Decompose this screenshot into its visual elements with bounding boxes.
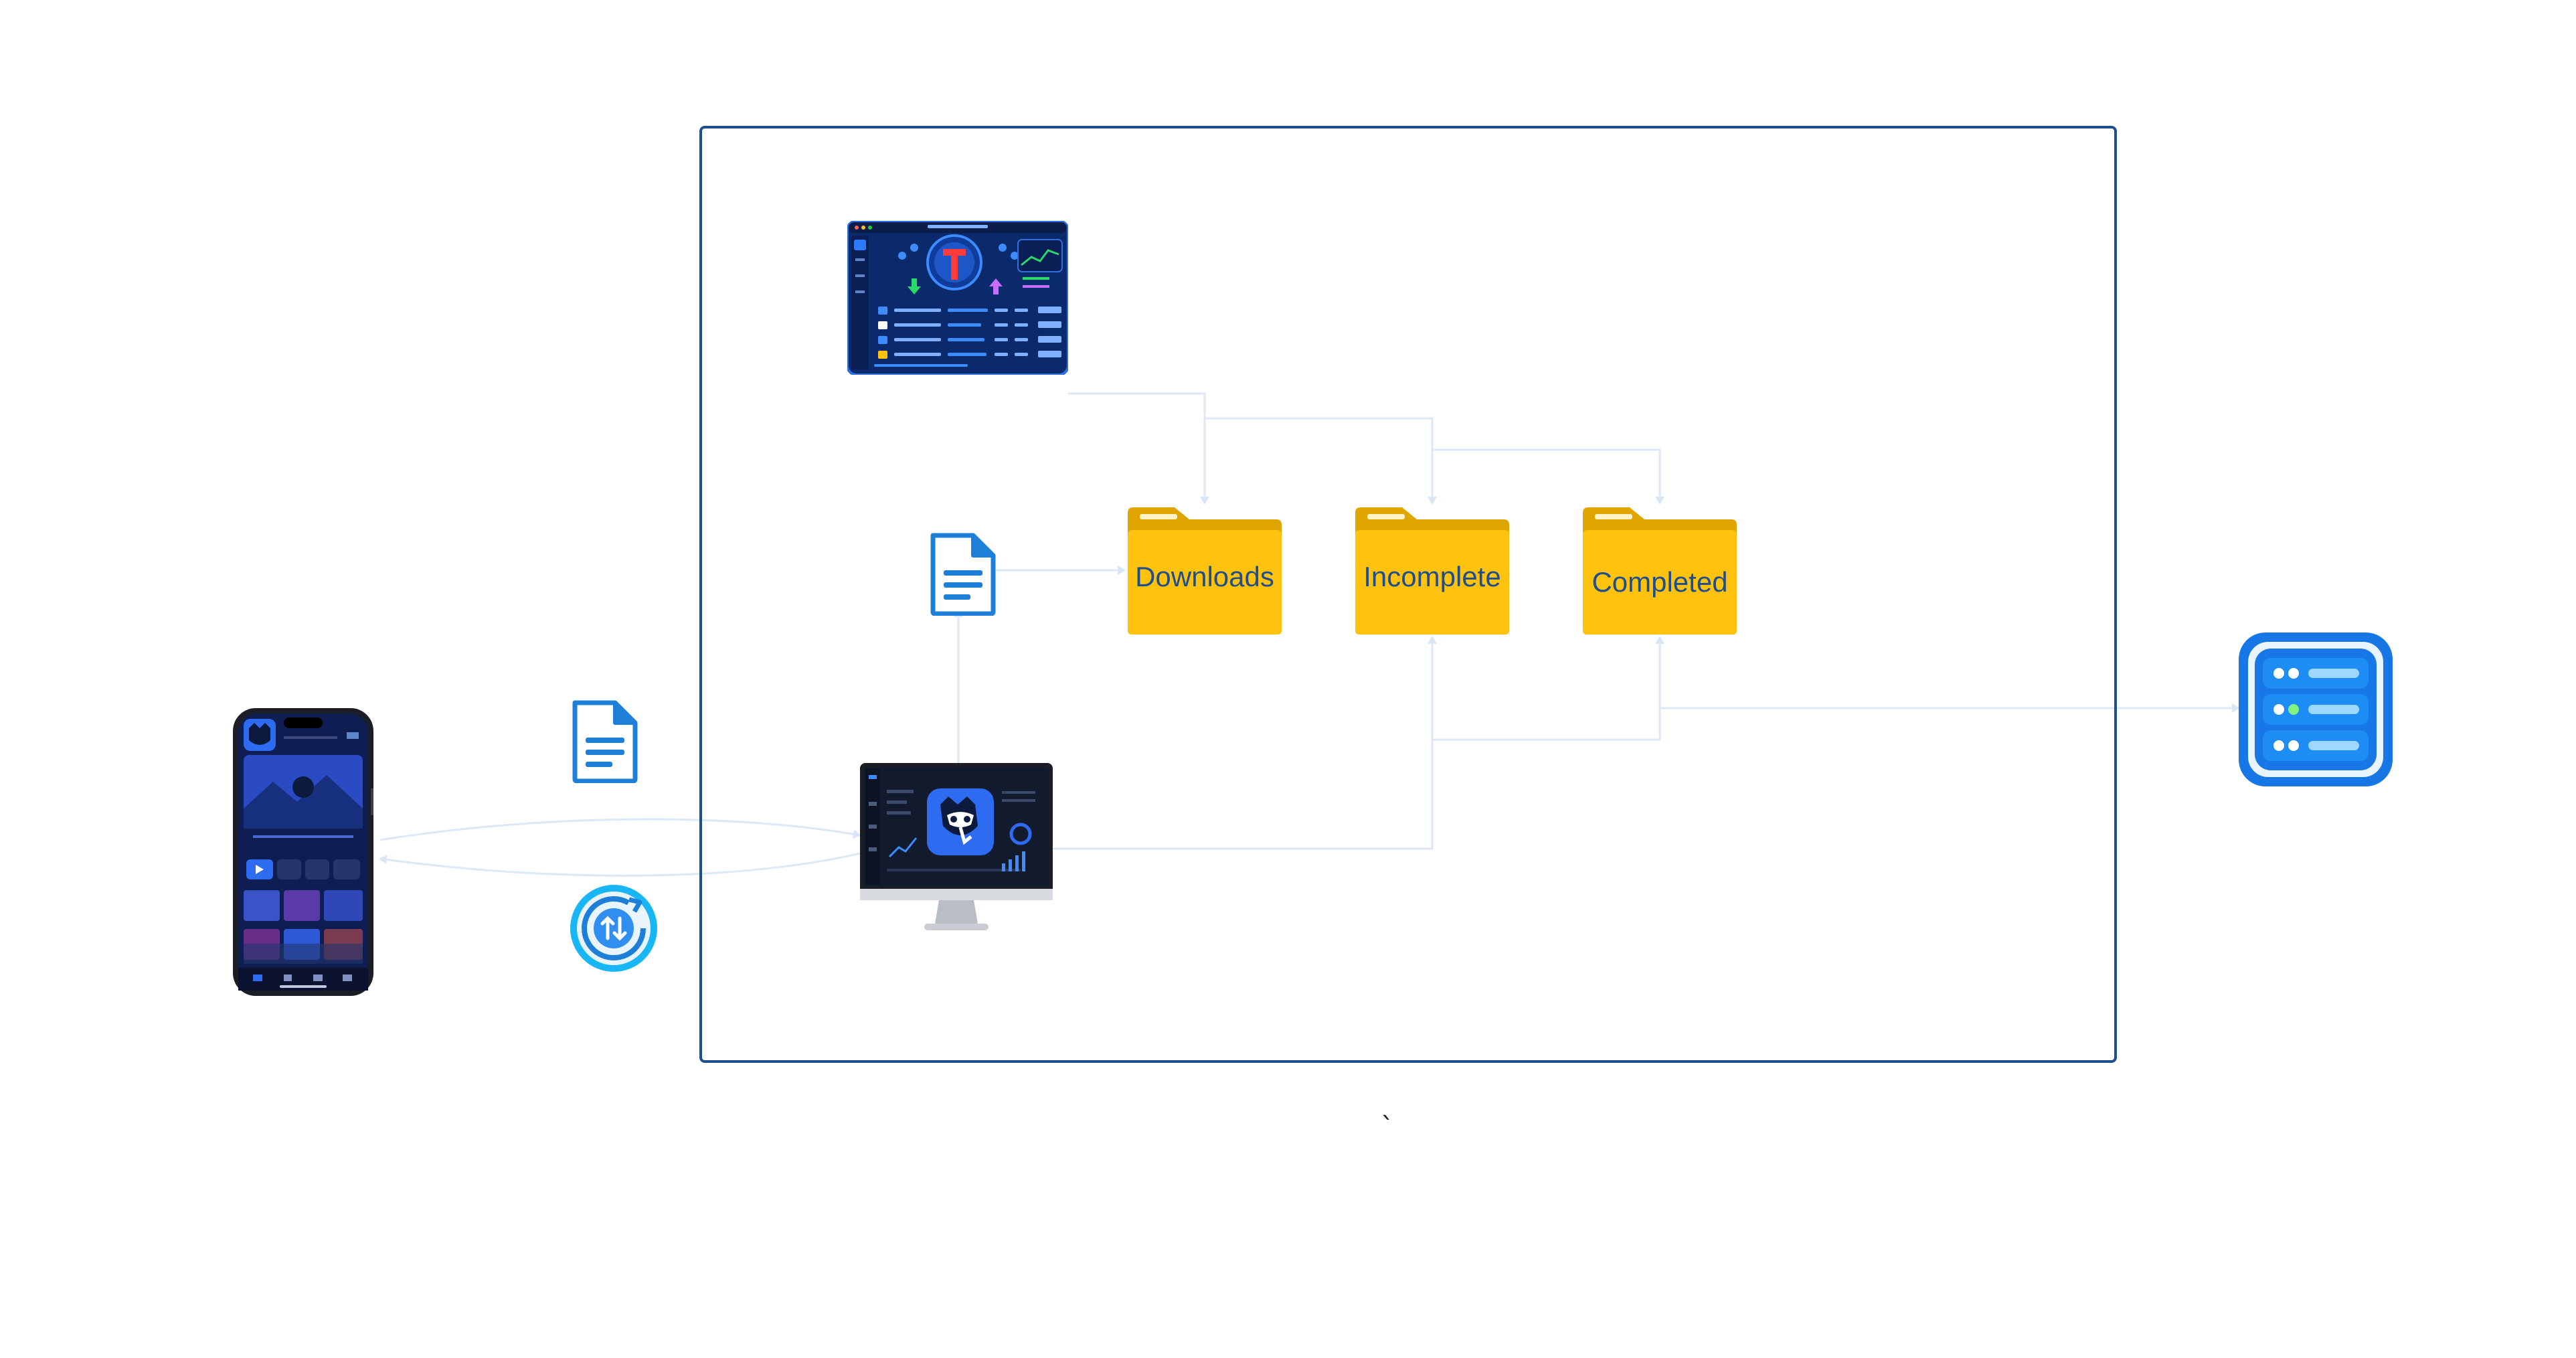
folder-label-downloads: Downloads (1135, 561, 1274, 592)
smartphone-icon (233, 708, 373, 996)
folder-icon (1355, 507, 1509, 634)
connector-incomplete-completed (1432, 448, 1664, 505)
folder-incomplete: Incomplete (1355, 507, 1509, 634)
torrent-client-window-icon (846, 220, 1069, 376)
document-icon (929, 533, 996, 616)
document-icon-external (571, 700, 638, 784)
folder-completed: Completed (1583, 507, 1737, 634)
annotation-mark: ` (1381, 1112, 1394, 1143)
folder-label-incomplete: Incomplete (1363, 561, 1501, 592)
connector-phone-desktop-top (379, 818, 861, 841)
folder-icon (1583, 507, 1737, 634)
connector-desktop-completed (1432, 636, 1664, 741)
connector-desktop-incomplete (1052, 636, 1437, 850)
sync-icon (568, 882, 660, 974)
connector-downloads-incomplete (1205, 417, 1437, 505)
connector-desktop-phone-bottom (379, 852, 861, 877)
folder-label-completed: Completed (1592, 566, 1728, 598)
desktop-monitor-icon (860, 763, 1053, 936)
server-icon (2239, 632, 2393, 786)
server-container-box (699, 126, 2117, 1063)
connector-client-downloads (1068, 392, 1209, 505)
folder-icon (1128, 507, 1282, 634)
folder-downloads: Downloads (1128, 507, 1282, 634)
